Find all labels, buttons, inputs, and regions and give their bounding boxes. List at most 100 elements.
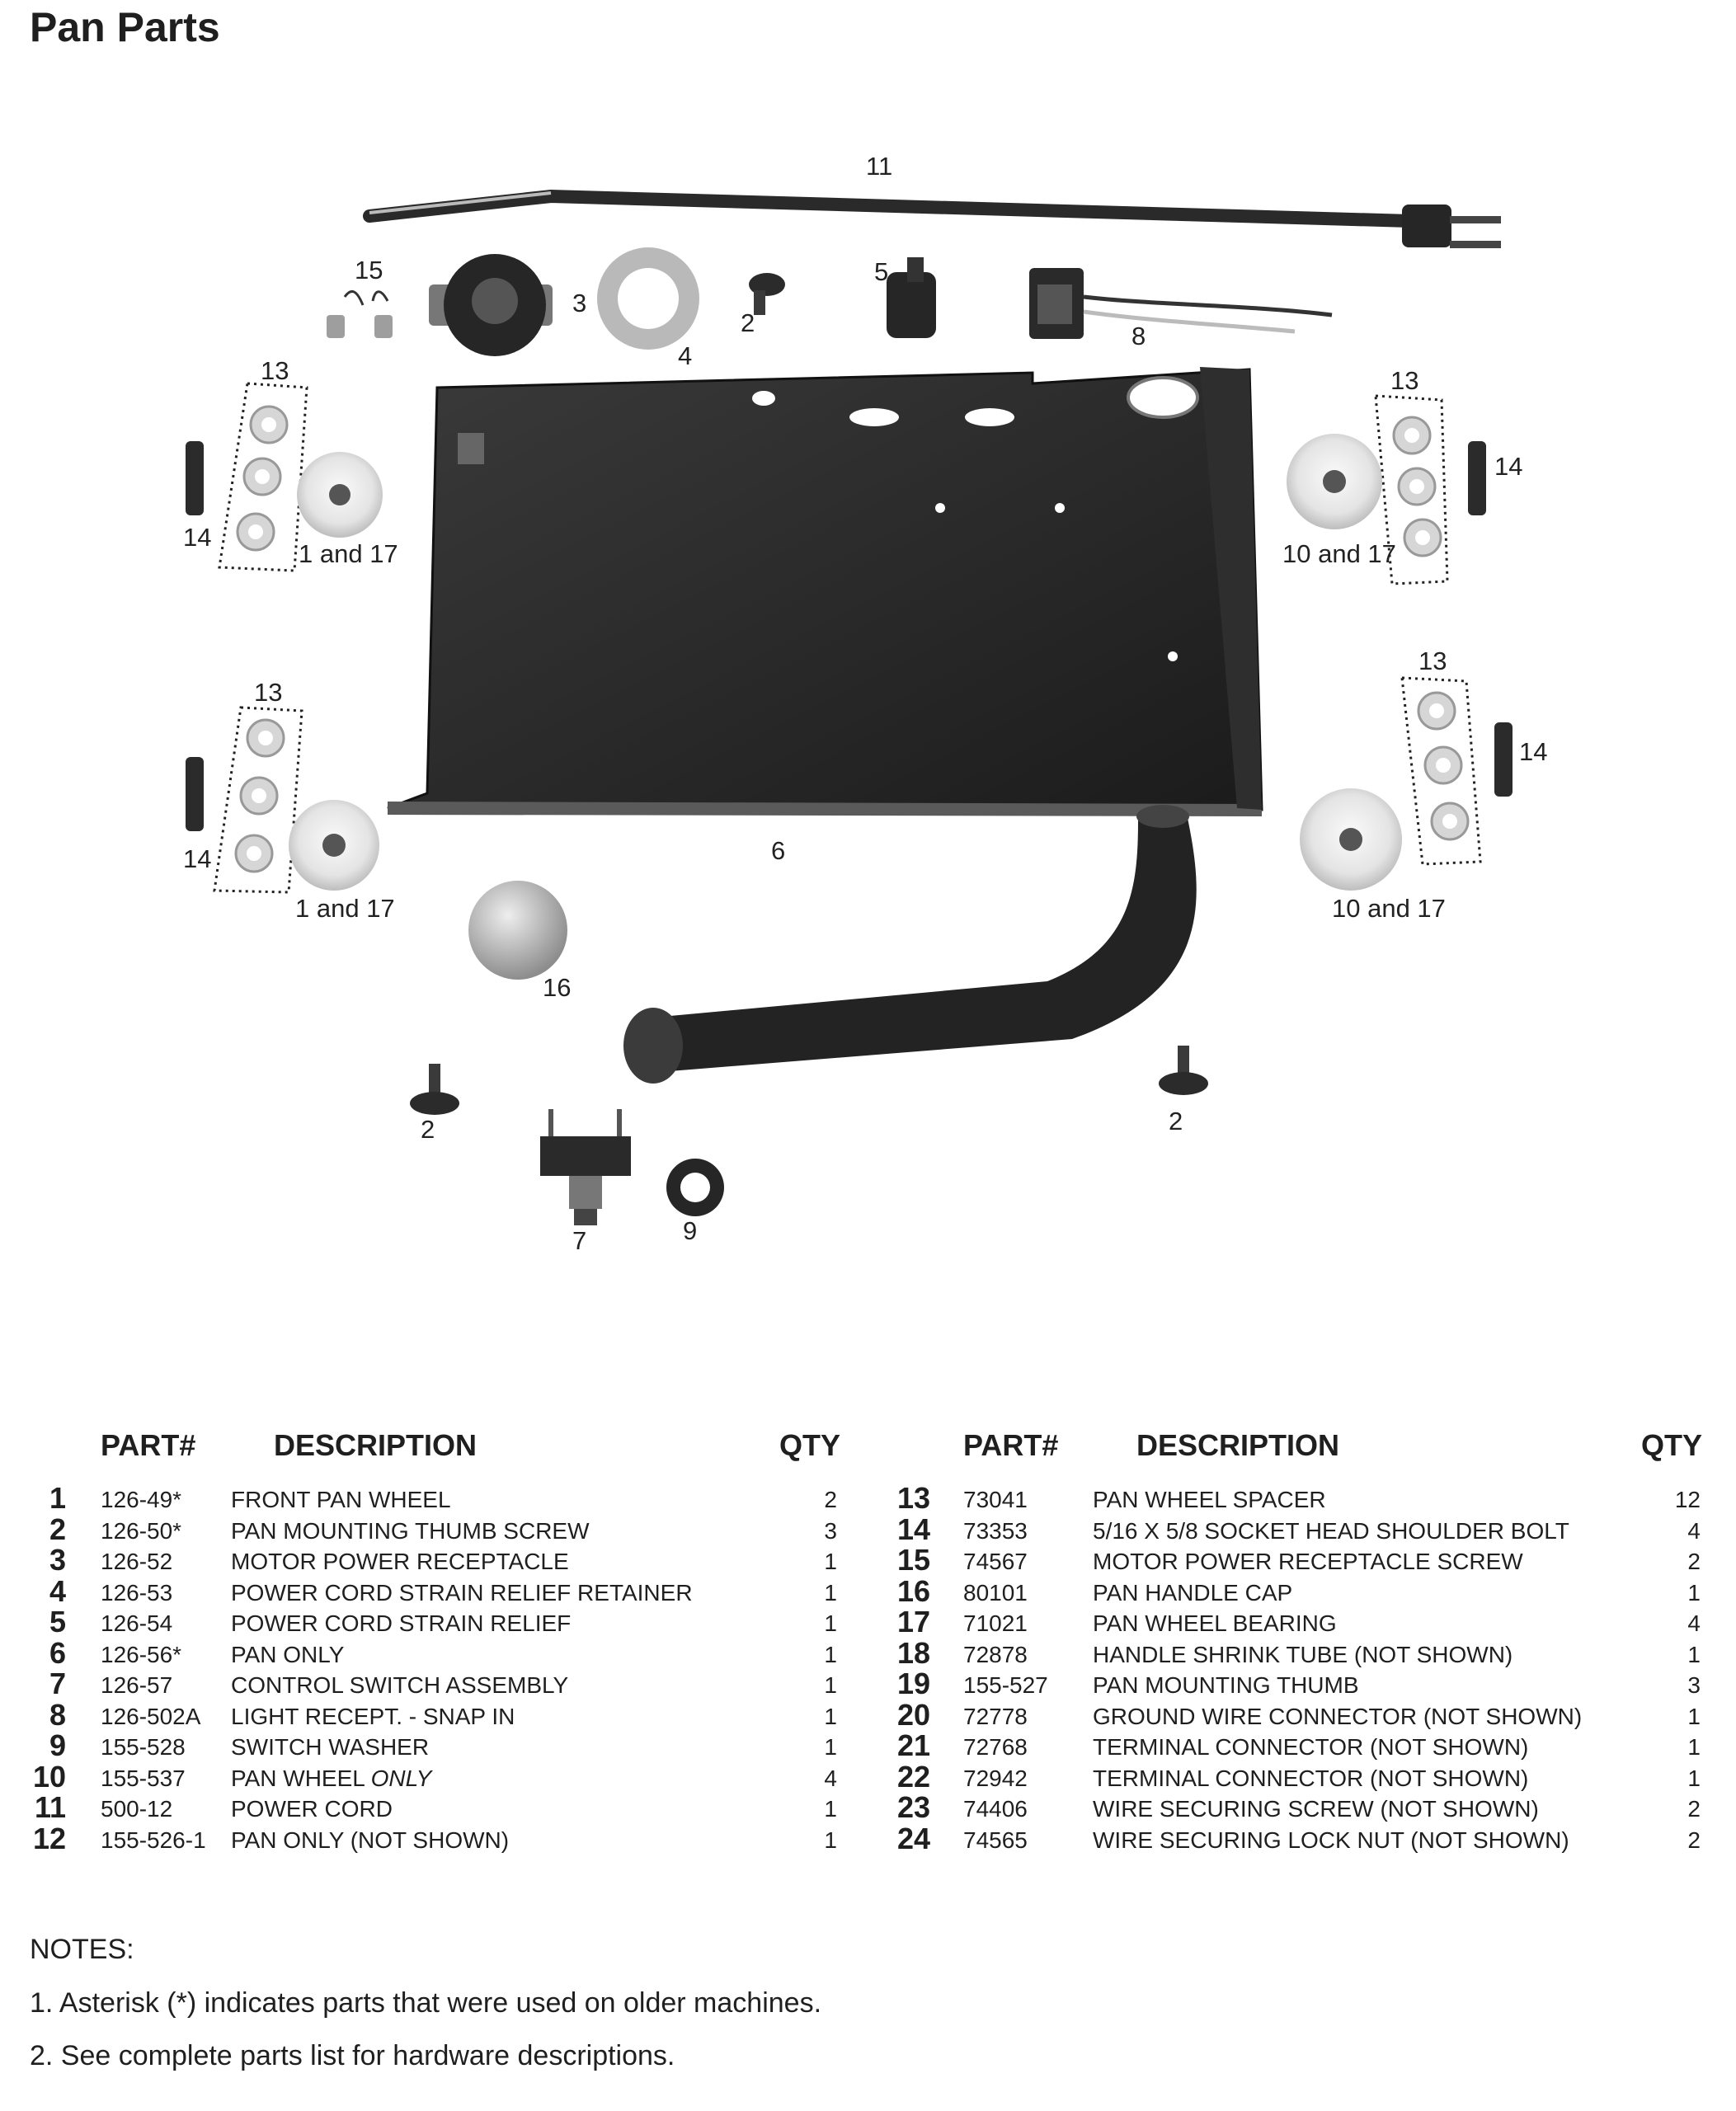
thumb-screws-bottom xyxy=(410,1046,1208,1115)
callout-2-bottom-left: 2 xyxy=(421,1115,435,1144)
part-qty: 3 xyxy=(1687,1672,1701,1698)
description-text: SWITCH WASHER xyxy=(231,1734,430,1760)
note-item: 2. See complete parts list for hardware … xyxy=(30,2040,675,2071)
control-switch-part xyxy=(540,1109,631,1225)
header-part-right: PART# xyxy=(963,1428,1059,1462)
header-qty-right: QTY xyxy=(1641,1428,1703,1462)
part-description: PAN HANDLE CAP xyxy=(1093,1577,1292,1608)
pan-part xyxy=(387,367,1263,1084)
callout-14-top-right: 14 xyxy=(1494,452,1522,481)
part-description: 5/16 X 5/8 SOCKET HEAD SHOULDER BOLT xyxy=(1093,1516,1569,1546)
part-number: 126-57 xyxy=(101,1672,173,1698)
callout-11: 11 xyxy=(866,152,892,181)
part-number: 126-49* xyxy=(101,1487,182,1512)
item-number: 18 xyxy=(896,1635,930,1670)
part-number: 74567 xyxy=(963,1549,1028,1574)
description-text: TERMINAL CONNECTOR (NOT SHOWN) xyxy=(1093,1765,1529,1791)
part-number: 73041 xyxy=(963,1487,1028,1512)
part-qty: 1 xyxy=(824,1734,837,1760)
part-number: 155-526-1 xyxy=(101,1827,206,1853)
header-description-right: DESCRIPTION xyxy=(1136,1428,1340,1462)
part-number: 72942 xyxy=(963,1765,1028,1791)
item-number: 15 xyxy=(896,1543,930,1577)
part-number: 126-54 xyxy=(101,1610,173,1636)
callout-15: 15 xyxy=(355,256,383,284)
spacer-group-bottom-right xyxy=(1400,676,1482,866)
part-description: WIRE SECURING SCREW (NOT SHOWN) xyxy=(1093,1794,1539,1824)
part-qty: 1 xyxy=(824,1703,837,1729)
part-qty: 1 xyxy=(1687,1579,1701,1606)
header-description-left: DESCRIPTION xyxy=(274,1428,478,1462)
page-title: Pan Parts xyxy=(30,4,220,50)
part-description: PAN ONLY xyxy=(231,1639,344,1670)
part-description: SWITCH WASHER xyxy=(231,1732,429,1762)
part-number: 500-12 xyxy=(101,1796,173,1822)
item-number: 8 xyxy=(49,1697,66,1732)
part-number: 126-502A xyxy=(101,1703,201,1729)
handle-cap-part xyxy=(468,881,567,980)
part-description: PAN ONLY (NOT SHOWN) xyxy=(231,1825,509,1855)
part-description: FRONT PAN WHEEL xyxy=(231,1484,451,1515)
description-text: PAN MOUNTING THUMB SCREW xyxy=(231,1517,590,1544)
strain-relief-retainer-part xyxy=(597,247,699,350)
item-number: 4 xyxy=(49,1573,66,1608)
item-number: 17 xyxy=(896,1605,930,1638)
item-number: 1 xyxy=(49,1481,66,1515)
pan-wheels xyxy=(289,434,1402,891)
description-text: PAN ONLY (NOT SHOWN) xyxy=(231,1827,510,1853)
description-text: HANDLE SHRINK TUBE (NOT SHOWN) xyxy=(1093,1641,1513,1667)
light-receptacle-part xyxy=(1029,268,1333,339)
callout-14-top-left: 14 xyxy=(183,523,211,552)
description-text: WIRE SECURING LOCK NUT (NOT SHOWN) xyxy=(1093,1827,1569,1853)
callout-14-bottom-left: 14 xyxy=(183,844,211,873)
description-text: CONTROL SWITCH ASSEMBLY xyxy=(231,1672,569,1698)
part-number: 72878 xyxy=(963,1641,1028,1667)
description-text: PAN HANDLE CAP xyxy=(1093,1579,1293,1606)
shoulder-bolts xyxy=(186,441,1513,831)
part-number: 74565 xyxy=(963,1827,1028,1853)
callout-13-top-left: 13 xyxy=(261,356,289,385)
callout-7: 7 xyxy=(572,1226,586,1255)
part-description: PAN MOUNTING THUMB xyxy=(1093,1670,1359,1700)
item-number: 11 xyxy=(34,1790,66,1824)
item-number: 10 xyxy=(32,1759,66,1794)
item-number: 5 xyxy=(49,1605,66,1638)
callout-13-top-right: 13 xyxy=(1390,366,1418,395)
part-qty: 2 xyxy=(1687,1827,1701,1853)
item-number: 20 xyxy=(896,1697,930,1732)
part-qty: 1 xyxy=(824,1579,837,1606)
part-number: 73353 xyxy=(963,1517,1028,1544)
part-qty: 1 xyxy=(824,1827,837,1853)
switch-washer-part xyxy=(666,1159,724,1216)
part-qty: 1 xyxy=(824,1549,837,1574)
power-cord-part xyxy=(363,189,1501,248)
part-number: 155-528 xyxy=(101,1734,186,1760)
part-qty: 4 xyxy=(824,1765,837,1791)
description-text: PAN WHEEL SPACER xyxy=(1093,1487,1326,1512)
header-part-left: PART# xyxy=(101,1428,196,1462)
part-description: MOTOR POWER RECEPTACLE xyxy=(231,1546,569,1577)
description-text: MOTOR POWER RECEPTACLE SCREW xyxy=(1093,1549,1523,1574)
spacer-group-top-right xyxy=(1374,394,1449,585)
callout-4: 4 xyxy=(678,341,692,370)
part-description: CONTROL SWITCH ASSEMBLY xyxy=(231,1670,568,1700)
part-qty: 1 xyxy=(1687,1734,1701,1760)
part-qty: 1 xyxy=(824,1610,837,1636)
callout-3: 3 xyxy=(572,289,586,317)
